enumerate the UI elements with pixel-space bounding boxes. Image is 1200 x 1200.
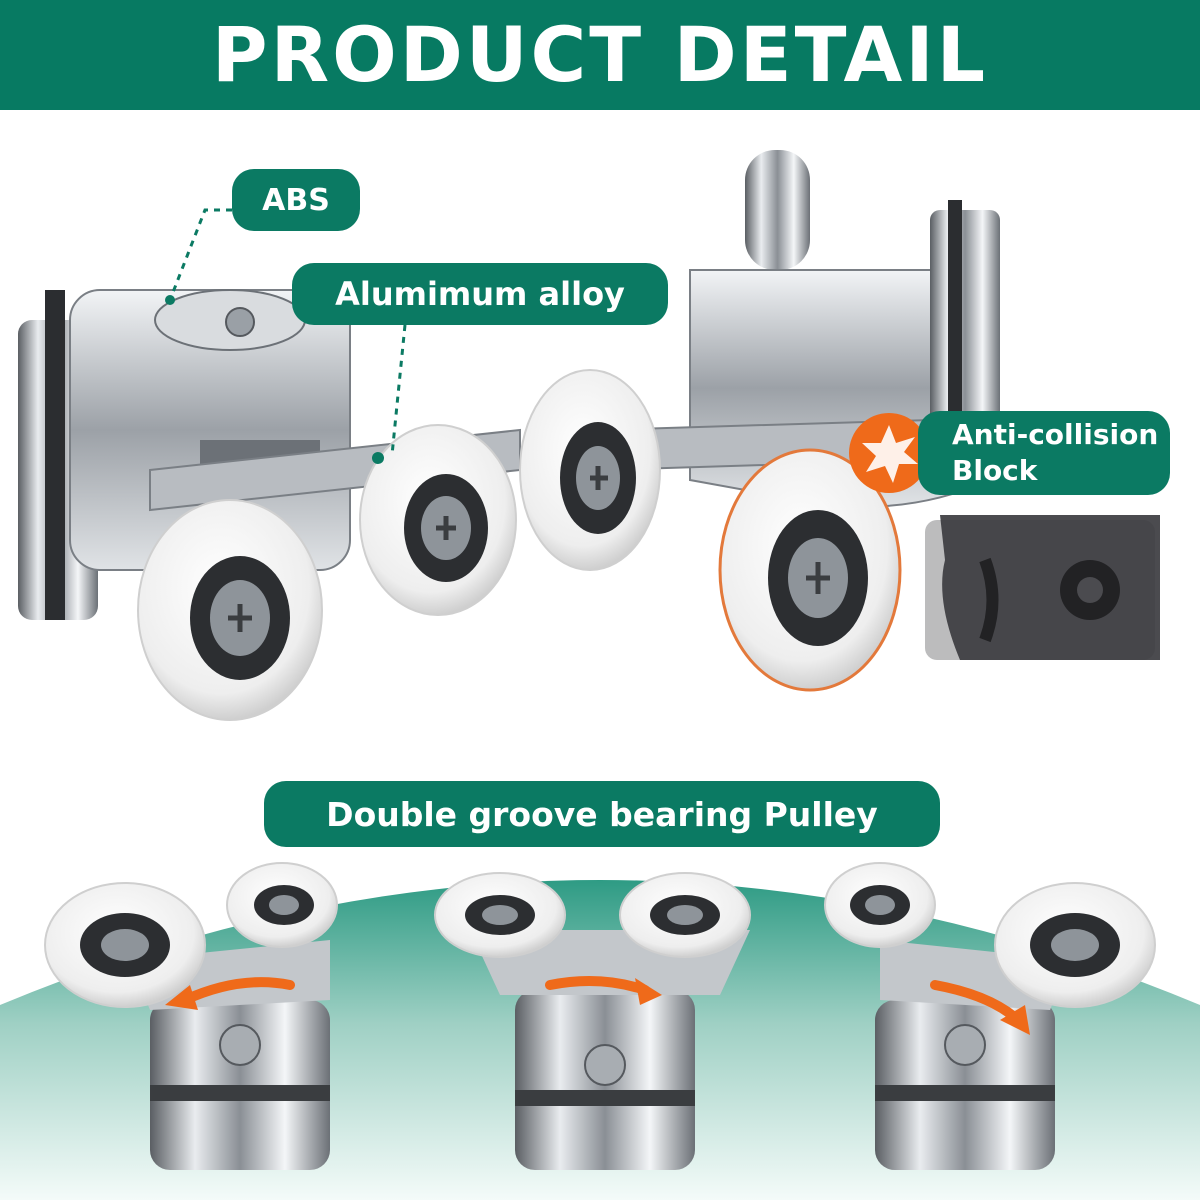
anti-collision-line2: Block	[952, 454, 1038, 487]
abs-label: ABS	[232, 169, 360, 231]
right-roller	[519, 150, 1000, 692]
bottom-roller-1	[44, 862, 338, 1170]
header-banner	[0, 0, 1200, 110]
aluminium-leader-line	[390, 324, 407, 456]
right-wheel-rear	[519, 369, 661, 571]
collision-burst-icon	[849, 413, 929, 493]
bottom-roller-2	[434, 872, 751, 1170]
double-groove-label: Double groove bearing Pulley	[264, 781, 940, 847]
anti-collision-block	[925, 515, 1160, 660]
right-wheel-front	[718, 448, 902, 692]
bottom-roller-3	[824, 862, 1156, 1170]
anti-collision-line1: Anti-collision	[952, 418, 1159, 451]
left-roller	[18, 289, 521, 721]
aluminium-alloy-label: Alumimum alloy	[292, 263, 668, 325]
anti-collision-label: Anti-collision Block	[918, 411, 1170, 495]
page-title: PRODUCT DETAIL	[211, 10, 989, 99]
left-wheel-front	[137, 499, 323, 721]
left-wheel-rear	[359, 424, 517, 616]
abs-leader-line	[168, 208, 232, 301]
